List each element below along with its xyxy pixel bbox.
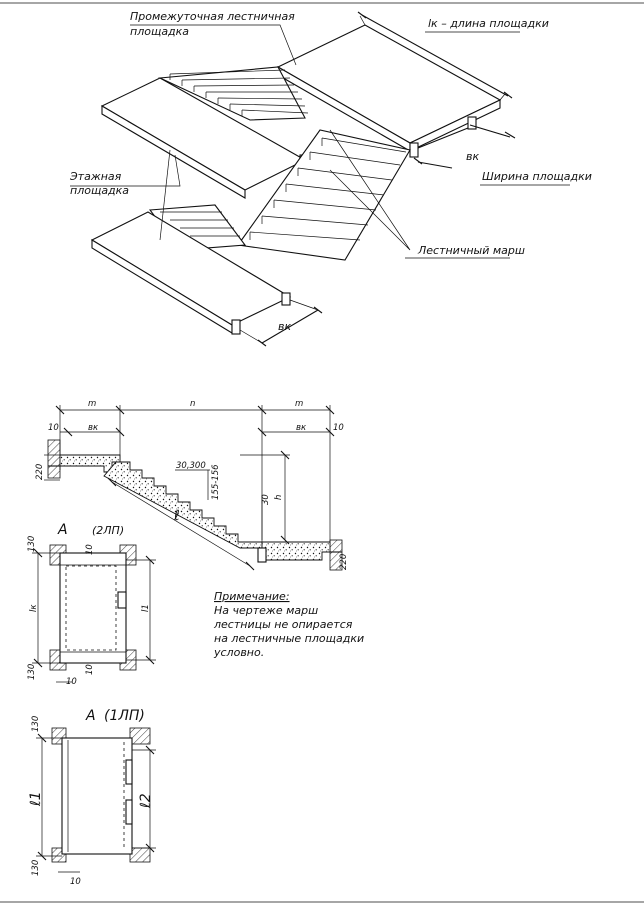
plan-1lp-title: А: [85, 708, 96, 724]
floor-landing-label-2: площадка: [70, 184, 129, 197]
upper-flight: [157, 66, 309, 121]
note-heading: Примечание:: [214, 590, 290, 603]
intermediate-landing-top: [276, 24, 502, 144]
intermediate-landing-label-1: Промежуточная лестничная: [130, 10, 295, 23]
bk-label-right: вк: [466, 150, 479, 163]
plan-1lp-l2: ℓ2: [138, 793, 154, 809]
plan-2lp-130-top: 130: [27, 536, 37, 552]
plan-2lp-lk: lк: [29, 604, 39, 612]
note-line-2: лестницы не опирается: [213, 618, 353, 631]
stair-flight-section: [103, 461, 263, 549]
landing-length-label: lк – длина площадки: [428, 17, 549, 30]
dim-m-left: m: [88, 399, 96, 409]
dim-m-right: m: [295, 399, 303, 409]
note-line-3: на лестничные площадки: [214, 632, 364, 645]
dim-riser: 155-156: [211, 464, 221, 500]
plan-2lp-subtitle: (2ЛП): [92, 524, 124, 537]
plan-2lp: А (2ЛП) 130 130 lк l1 10 10 10: [27, 522, 156, 687]
length-dimension: [361, 14, 509, 97]
plan-2lp-10-c: 10: [66, 677, 77, 687]
plan-1lp-10: 10: [70, 877, 81, 887]
lower-flight: [237, 129, 411, 261]
plan-2lp-l1: l1: [141, 604, 151, 612]
isometric-stair: Промежуточная лестничная площадка lк – д…: [69, 10, 592, 347]
floor-landing-label-1: Этажная: [69, 170, 122, 183]
dim-30: 30: [261, 494, 271, 505]
note-line-1: На чертеже марш: [214, 604, 318, 617]
plan-1lp-subtitle: (1ЛП): [104, 708, 145, 724]
plan-2lp-10-a: 10: [85, 544, 95, 555]
dim-220-left: 220: [35, 464, 45, 480]
flight-label: Лестничный марш: [417, 244, 525, 257]
plan-2lp-title: А: [57, 522, 68, 538]
dim-bk-left: вк: [88, 423, 99, 433]
bk-label-bottom: вк: [278, 320, 291, 333]
landing-plan-1lp: [61, 737, 133, 855]
dim-10-left: 10: [48, 423, 59, 433]
landing-plan-2lp: [59, 552, 127, 664]
intermediate-landing-label-2: площадка: [130, 25, 189, 38]
dim-220-right: 220: [339, 554, 349, 570]
bk-dimension-bottom: [261, 309, 319, 344]
landing-width-label: Ширина площадки: [482, 170, 592, 183]
note-line-4: условно.: [213, 646, 264, 659]
dim-10-right: 10: [333, 423, 344, 433]
plan-2lp-130-bottom: 130: [27, 664, 37, 680]
plan-1lp-130-top: 130: [31, 716, 41, 732]
stair-section: m n m 10 10 вк вк ℓ 30,300 155-156: [35, 399, 349, 571]
note-block: Примечание: На чертеже марш лестницы не …: [213, 590, 364, 659]
plan-1lp: А (1ЛП) 130 130 ℓ1 ℓ2 10: [28, 708, 156, 887]
plan-1lp-130-bottom: 130: [31, 860, 41, 876]
dim-l-slope: ℓ: [173, 508, 180, 524]
plan-2lp-10-b: 10: [85, 664, 95, 675]
dim-h: h: [274, 495, 284, 500]
dim-tread: 30,300: [176, 461, 206, 471]
plan-1lp-l1: ℓ1: [28, 791, 44, 807]
dim-bk-right: вк: [296, 423, 307, 433]
dim-n: n: [190, 399, 195, 409]
